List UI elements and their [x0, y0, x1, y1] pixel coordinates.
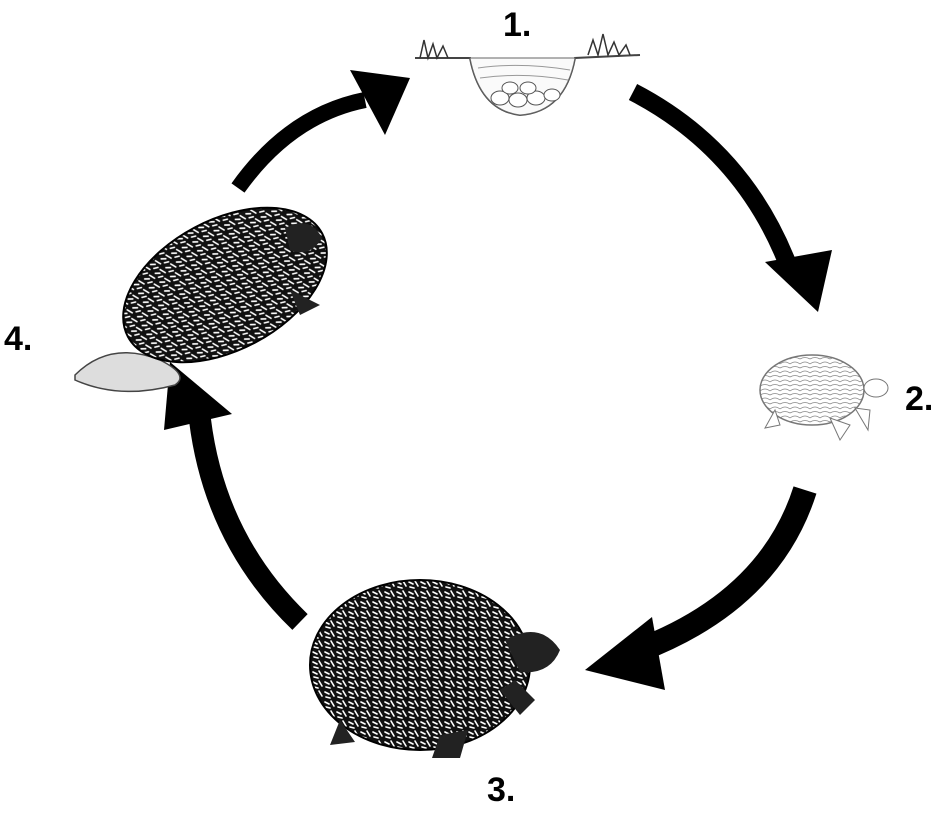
nesting-turtle-illustration [75, 176, 353, 394]
arrow-1-to-2 [633, 92, 832, 312]
arrow-4-to-1 [238, 70, 410, 188]
step-label-4: 4. [4, 322, 32, 356]
arrow-3-to-4 [164, 362, 300, 622]
adult-turtle-illustration [310, 580, 560, 758]
step-label-2: 2. [905, 382, 933, 416]
step-label-3: 3. [487, 773, 515, 807]
arrow-2-to-3 [585, 490, 805, 690]
step-label-1: 1. [503, 8, 531, 42]
egg-nest-illustration [415, 34, 640, 115]
hatchling-illustration [760, 355, 888, 440]
